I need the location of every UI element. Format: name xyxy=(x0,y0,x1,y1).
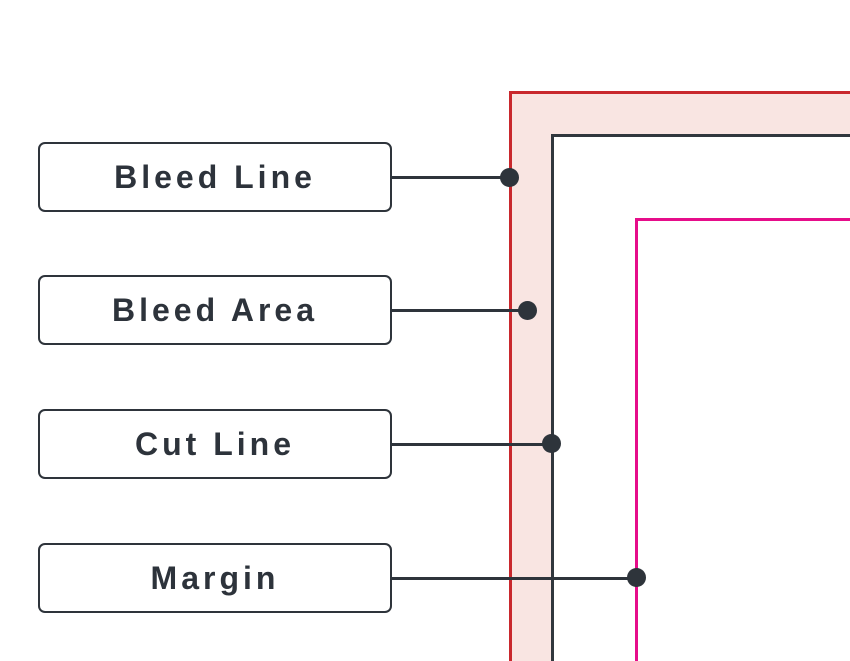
margin-dot xyxy=(627,568,646,587)
cut-area-rect xyxy=(551,134,850,661)
bleed-area-connector xyxy=(392,309,528,312)
callout-cut-line: Cut Line xyxy=(38,409,392,479)
callout-margin: Margin xyxy=(38,543,392,613)
callout-bleed-line: Bleed Line xyxy=(38,142,392,212)
bleed-line-label: Bleed Line xyxy=(114,158,316,195)
cut-line-dot xyxy=(542,434,561,453)
bleed-area-dot xyxy=(518,301,537,320)
bleed-line-connector xyxy=(392,176,510,179)
bleed-line-dot xyxy=(500,168,519,187)
cut-line-label: Cut Line xyxy=(135,425,295,462)
margin-label: Margin xyxy=(150,559,280,596)
bleed-area-label: Bleed Area xyxy=(112,291,318,328)
margin-connector xyxy=(392,577,637,580)
callout-bleed-area: Bleed Area xyxy=(38,275,392,345)
cut-line-connector xyxy=(392,443,552,446)
margin-area-rect xyxy=(635,218,850,661)
